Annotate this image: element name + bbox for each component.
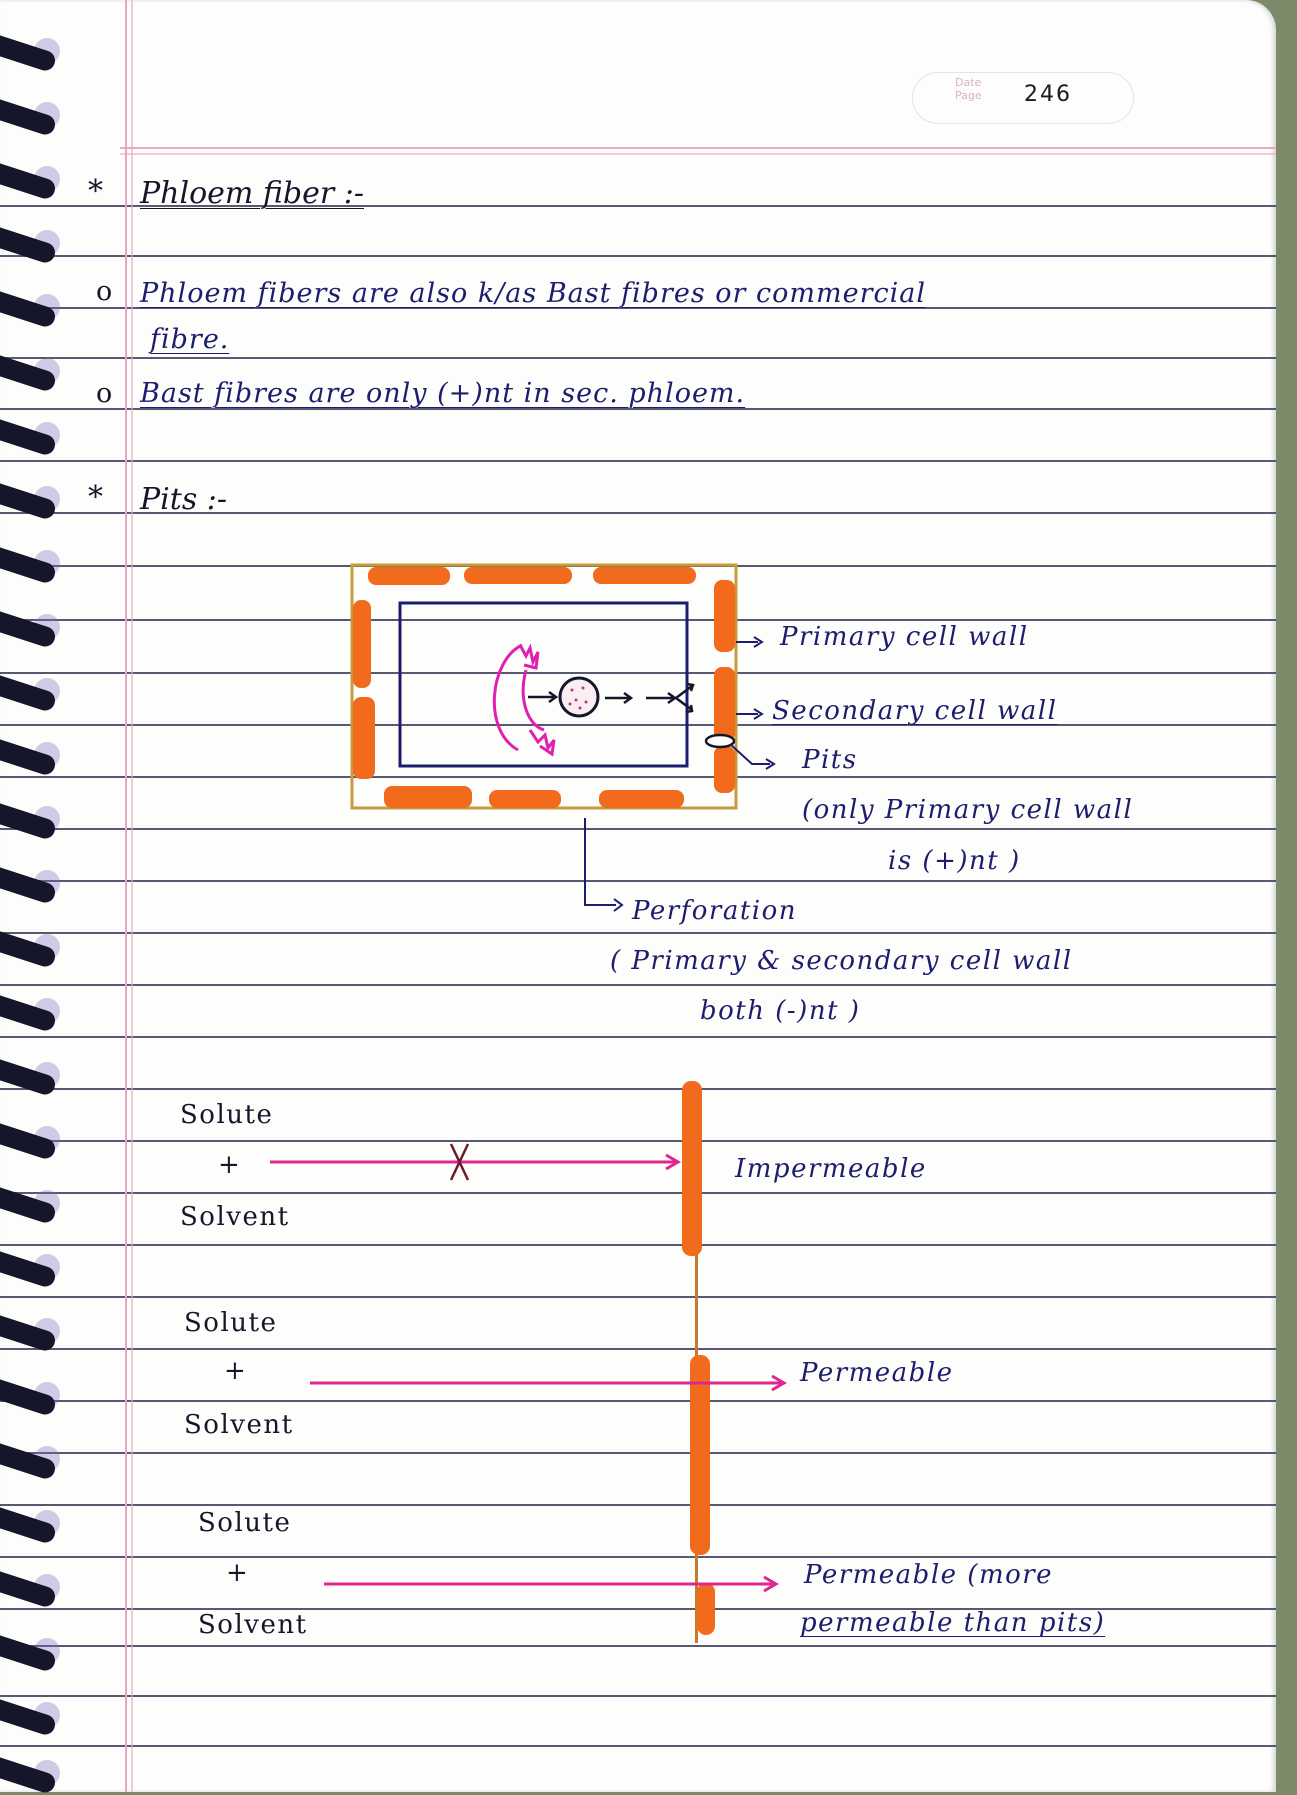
row3-result-line2: permeable than pits)	[800, 1608, 1106, 1638]
row1-blocked-arrow	[270, 1143, 681, 1181]
label-arrow-heads	[753, 636, 776, 770]
label-secondary-cell-wall: Secondary cell wall	[772, 696, 1058, 726]
row2-result: Permeable	[800, 1358, 954, 1388]
label-perforation-note-1: ( Primary & secondary cell wall	[610, 946, 1073, 976]
date-label: Date	[955, 76, 982, 89]
row3-solvent: Solvent	[198, 1610, 308, 1640]
row2-plus: +	[224, 1356, 248, 1386]
heading-pits: Pits :-	[140, 482, 228, 517]
row3-result-line1: Permeable (more	[804, 1560, 1054, 1590]
top-margin-line-2	[120, 153, 1276, 155]
row1-plus: +	[218, 1150, 242, 1180]
heading-bullet: *	[88, 174, 103, 209]
row1-solvent: Solvent	[180, 1202, 290, 1232]
label-pits: Pits	[802, 745, 858, 775]
heading-bullet: *	[88, 480, 103, 515]
perforation-arrow-head	[613, 898, 624, 912]
top-margin-line	[120, 147, 1276, 149]
heading-phloem-fiber: Phloem fiber :-	[140, 176, 364, 211]
bullet-marker: o	[96, 276, 114, 307]
phloem-fiber-point-1: Phloem fibers are also k/as Bast fibres …	[140, 278, 926, 309]
row2-solute: Solute	[184, 1308, 278, 1338]
left-margin-line	[125, 0, 127, 1792]
page-number-labels: Date Page	[955, 76, 982, 102]
page-label: Page	[955, 89, 982, 102]
row1-solute: Solute	[180, 1100, 274, 1130]
label-pits-note-2: is (+)nt )	[888, 846, 1021, 876]
phloem-fiber-point-1-cont: fibre.	[150, 324, 230, 355]
page-number-box	[912, 72, 1134, 124]
row3-arrow	[324, 1575, 779, 1593]
phloem-fiber-point-2: Bast fibres are only (+)nt in sec. phloe…	[140, 378, 746, 409]
row3-plus: +	[226, 1558, 250, 1588]
pit-cell-diagram	[350, 563, 770, 906]
page-number: 246	[1024, 82, 1072, 107]
row2-arrow	[310, 1374, 787, 1392]
row2-solvent: Solvent	[184, 1410, 294, 1440]
label-pits-note-1: (only Primary cell wall	[802, 795, 1134, 825]
label-perforation-note-2: both (-)nt )	[700, 996, 861, 1026]
bullet-marker: o	[96, 378, 114, 409]
label-perforation: Perforation	[632, 896, 798, 926]
row1-result: Impermeable	[735, 1154, 927, 1184]
label-primary-cell-wall: Primary cell wall	[780, 622, 1029, 652]
left-margin-line-2	[131, 0, 133, 1792]
row3-solute: Solute	[198, 1508, 292, 1538]
